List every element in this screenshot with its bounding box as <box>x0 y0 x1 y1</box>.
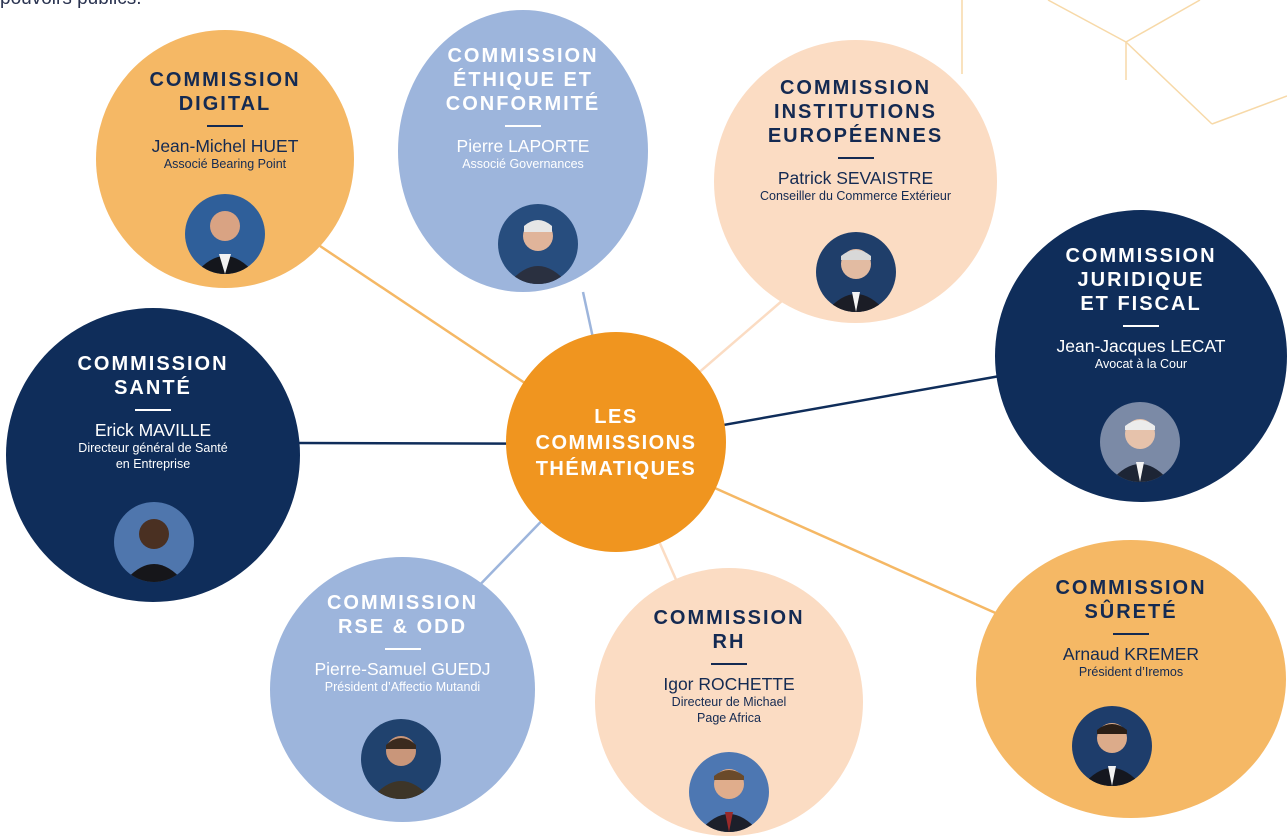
person-photo <box>1100 402 1180 482</box>
commission-title: COMMISSION INSTITUTIONS EUROPÉENNES <box>767 77 944 147</box>
commission-title: COMMISSION RSE & ODD <box>326 592 479 638</box>
person-photo <box>185 194 265 274</box>
center-hub: LES COMMISSIONS THÉMATIQUES <box>506 332 726 552</box>
person-role: Directeur de Michael Page Africa <box>671 695 787 726</box>
commission-title: COMMISSION ÉTHIQUE ET CONFORMITÉ <box>445 45 601 115</box>
commission-title: COMMISSION SÛRETÉ <box>1055 577 1207 623</box>
person-photo <box>689 752 769 832</box>
person-photo <box>1072 706 1152 786</box>
person-name: Igor ROCHETTE <box>663 674 795 694</box>
commission-institutions-europeennes: COMMISSION INSTITUTIONS EUROPÉENNES Patr… <box>714 40 997 323</box>
commission-title: COMMISSION DIGITAL <box>149 69 301 115</box>
separator <box>135 409 171 411</box>
commission-digital: COMMISSION DIGITAL Jean-Michel HUET Asso… <box>96 30 354 288</box>
person-photo <box>498 204 578 284</box>
person-name: Jean-Michel HUET <box>151 136 299 156</box>
commission-title: COMMISSION JURIDIQUE ET FISCAL <box>1065 245 1217 315</box>
commission-title: COMMISSION SANTÉ <box>77 353 229 399</box>
commission-surete: COMMISSION SÛRETÉ Arnaud KREMER Présiden… <box>976 540 1286 818</box>
person-name: Erick MAVILLE <box>94 420 212 440</box>
person-role: Président d’Affectio Mutandi <box>324 680 481 695</box>
commission-juridique-fiscal: COMMISSION JURIDIQUE ET FISCAL Jean-Jacq… <box>995 210 1287 502</box>
commission-title: COMMISSION RH <box>653 607 805 653</box>
separator <box>1123 325 1159 327</box>
person-role: Conseiller du Commerce Extérieur <box>759 189 952 204</box>
person-name: Pierre-Samuel GUEDJ <box>314 659 491 679</box>
person-name: Patrick SEVAISTRE <box>777 168 934 188</box>
separator <box>711 663 747 665</box>
separator <box>207 125 243 127</box>
center-title: LES COMMISSIONS THÉMATIQUES <box>535 406 697 480</box>
commission-ethique: COMMISSION ÉTHIQUE ET CONFORMITÉ Pierre … <box>398 10 648 292</box>
intro-text-fragment: pouvoirs publics. <box>0 0 142 10</box>
person-role: Président d’Iremos <box>1078 665 1184 680</box>
person-photo <box>361 719 441 799</box>
person-role: Associé Governances <box>462 157 584 172</box>
commission-rse-odd: COMMISSION RSE & ODD Pierre-Samuel GUEDJ… <box>270 557 535 822</box>
person-role: Avocat à la Cour <box>1094 357 1188 372</box>
person-role: Directeur général de Santé en Entreprise <box>78 441 228 472</box>
person-name: Pierre LAPORTE <box>456 136 590 156</box>
commission-sante: COMMISSION SANTÉ Erick MAVILLE Directeur… <box>6 308 300 602</box>
separator <box>1113 633 1149 635</box>
person-photo <box>114 502 194 582</box>
person-role: Associé Bearing Point <box>163 157 287 172</box>
separator <box>384 648 421 650</box>
person-photo <box>816 232 896 312</box>
separator <box>505 125 541 127</box>
separator <box>837 157 874 159</box>
person-name: Jean-Jacques LECAT <box>1056 336 1226 356</box>
commission-rh: COMMISSION RH Igor ROCHETTE Directeur de… <box>595 568 863 836</box>
person-name: Arnaud KREMER <box>1062 644 1200 664</box>
